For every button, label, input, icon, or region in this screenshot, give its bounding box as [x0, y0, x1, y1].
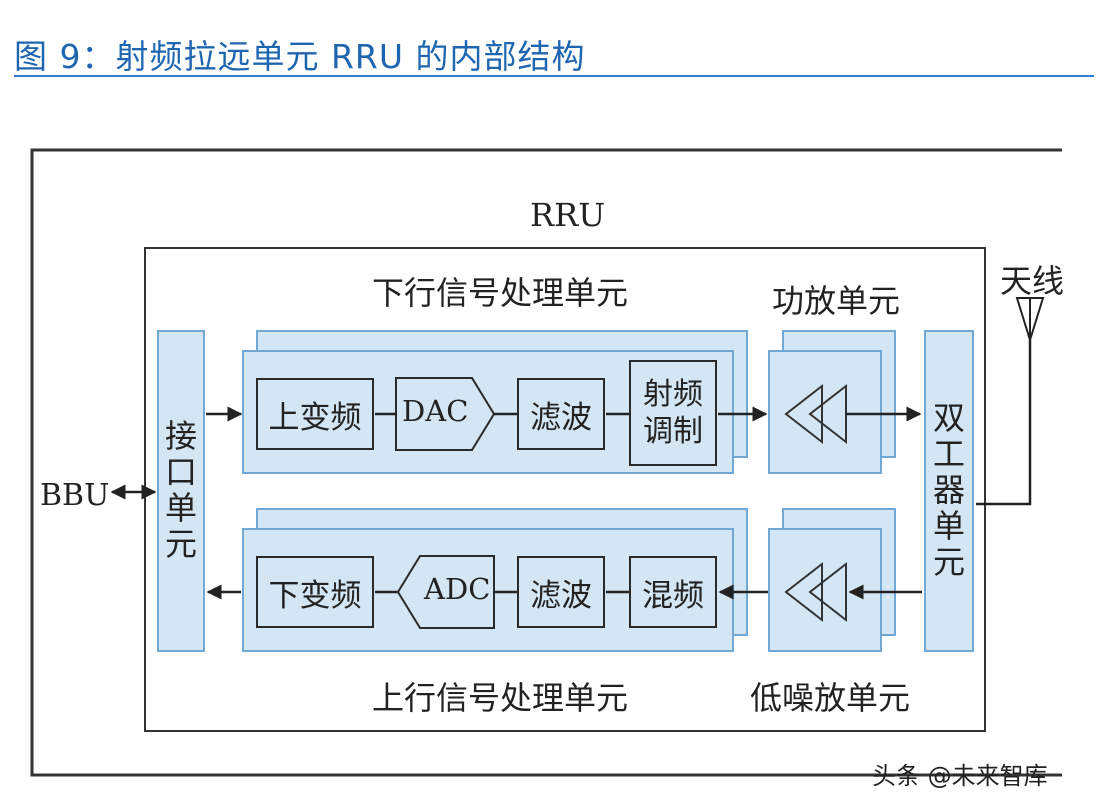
bbu-label: BBU	[40, 478, 110, 513]
rf-modulation-line: 调制	[643, 414, 703, 449]
duplexer-unit-char: 工	[932, 435, 965, 474]
duplexer-unit-char: 单	[932, 506, 965, 545]
uplink-group-label: 上行信号处理单元	[372, 679, 629, 717]
interface-unit-char: 口	[164, 453, 197, 492]
interface-unit-char: 元	[164, 524, 197, 563]
antenna-icon	[1015, 297, 1045, 344]
duplexer-unit-char: 双	[932, 399, 965, 438]
downlink-filter-block: 滤波	[517, 378, 605, 450]
rf-modulation-block: 射频 调制	[629, 360, 717, 466]
low-noise-amp-symbol	[784, 561, 847, 623]
dac-block	[395, 377, 496, 451]
interface-unit-char: 接	[164, 417, 197, 456]
antenna-label: 天线	[1000, 262, 1065, 300]
adc-label: ADC	[424, 572, 491, 606]
interface-unit-char: 单	[164, 489, 197, 527]
downlink-group-label: 下行信号处理单元	[372, 274, 629, 312]
power-amp-symbol	[784, 383, 847, 445]
rru-label: RRU	[530, 196, 606, 234]
rf-modulation-line: 射频	[643, 376, 703, 412]
power-amp-label: 功放单元	[772, 282, 901, 320]
figure-title: 图 9：射频拉远单元 RRU 的内部结构	[14, 37, 586, 76]
mixer-block: 混频	[629, 556, 717, 628]
duplexer-unit: 双 工 器 单 元	[924, 330, 974, 652]
duplexer-antenna-feed	[976, 340, 1032, 506]
duplexer-unit-char: 元	[932, 542, 965, 581]
interface-unit: 接 口 单 元	[157, 330, 205, 652]
uplink-filter-block: 滤波	[517, 556, 605, 628]
downconverter-block: 下变频	[256, 556, 374, 628]
adc-block	[396, 555, 495, 629]
watermark: 头条 @未来智库	[872, 762, 1048, 790]
upconverter-block: 上变频	[256, 378, 374, 450]
duplexer-unit-char: 器	[932, 471, 965, 510]
low-noise-amp-label: 低噪放单元	[750, 679, 911, 717]
title-divider	[14, 75, 1094, 77]
dac-label: DAC	[402, 394, 469, 428]
